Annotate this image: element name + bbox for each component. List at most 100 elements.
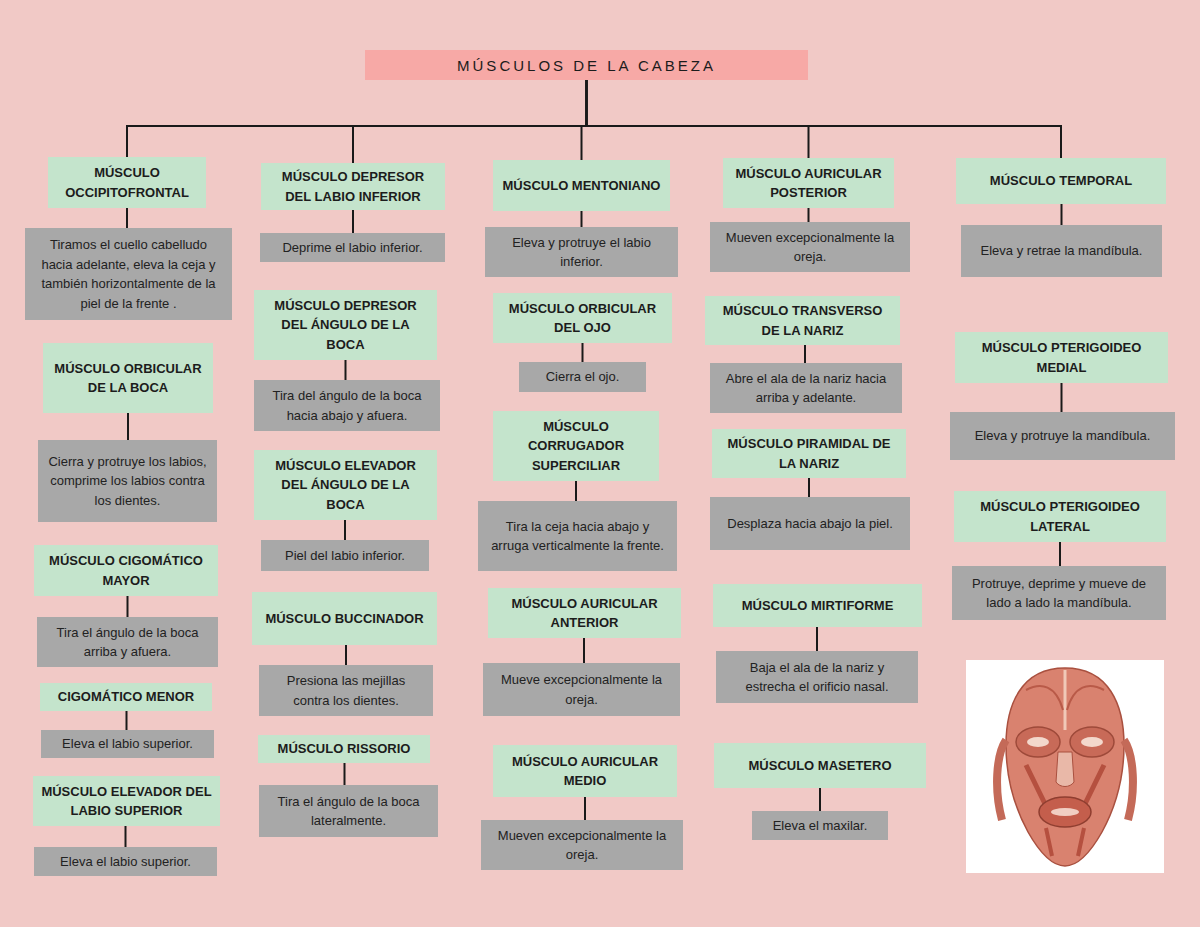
muscle-box: MÚSCULO OCCIPITOFRONTAL — [48, 157, 206, 208]
title-text: MÚSCULOS DE LA CABEZA — [457, 57, 716, 74]
face-muscles-illustration — [966, 660, 1164, 873]
muscle-name: MÚSCULO CORRUGADOR SUPERCILIAR — [501, 417, 651, 476]
muscle-function: Baja el ala de la nariz y estrecha el or… — [724, 658, 910, 697]
muscle-box: MÚSCULO ORBICULAR DE LA BOCA — [43, 343, 213, 413]
connector-line — [581, 211, 583, 227]
muscle-function: Eleva y protruye la mandíbula. — [975, 426, 1151, 446]
muscle-name: MÚSCULO MENTONIANO — [503, 176, 661, 196]
connector-line — [126, 711, 128, 731]
connector-line — [816, 627, 818, 651]
muscle-function: Eleva el labio superior. — [60, 852, 191, 872]
connector-line — [126, 208, 128, 228]
function-box: Tira la ceja hacia abajo y arruga vertic… — [478, 501, 677, 571]
function-box: Mueven excepcionalmente la oreja. — [710, 222, 910, 272]
muscle-function: Eleva y protruye el labio inferior. — [493, 233, 670, 272]
connector-line — [352, 210, 354, 233]
connector-line — [1061, 383, 1063, 412]
connector-line — [587, 80, 1062, 158]
function-box: Deprime el labio inferior. — [260, 233, 445, 262]
muscle-function: Mueven excepcionalmente la oreja. — [718, 228, 902, 267]
muscle-function: Tira el ángulo de la boca lateralmente. — [267, 792, 430, 831]
muscle-box: CIGOMÁTICO MENOR — [40, 683, 212, 711]
muscle-function: Tira del ángulo de la boca hacia abajo y… — [262, 386, 432, 425]
function-box: Mueven excepcionalmente la oreja. — [481, 820, 683, 870]
muscle-box: MÚSCULO ELEVADOR DEL LABIO SUPERIOR — [33, 776, 220, 826]
function-box: Eleva el labio superior. — [34, 847, 217, 876]
connector-line — [127, 80, 587, 157]
connector-line — [345, 645, 347, 665]
connector-line — [582, 343, 584, 362]
function-box: Cierra y protruye los labios, comprime l… — [38, 440, 217, 522]
muscle-box: MÚSCULO ELEVADOR DEL ÁNGULO DE LA BOCA — [254, 450, 437, 520]
function-box: Mueve excepcionalmente la oreja. — [483, 663, 680, 716]
muscle-name: MÚSCULO DEPRESOR DEL ÁNGULO DE LA BOCA — [262, 296, 429, 355]
muscle-box: MÚSCULO TRANSVERSO DE LA NARIZ — [705, 296, 900, 345]
function-box: Presiona las mejillas contra los dientes… — [259, 665, 433, 716]
function-box: Baja el ala de la nariz y estrecha el or… — [716, 651, 918, 703]
muscle-box: MÚSCULO PIRAMIDAL DE LA NARIZ — [712, 429, 906, 478]
connector-line — [345, 360, 347, 380]
function-box: Eleva el maxilar. — [752, 811, 888, 840]
muscle-function: Desplaza hacia abajo la piel. — [727, 514, 893, 534]
muscle-function: Deprime el labio inferior. — [282, 238, 422, 258]
muscle-box: MÚSCULO DEPRESOR DEL LABIO INFERIOR — [261, 163, 445, 210]
muscle-name: MÚSCULO AURICULAR ANTERIOR — [496, 594, 673, 633]
muscle-function: Tira la ceja hacia abajo y arruga vertic… — [486, 517, 669, 556]
muscle-function: Cierra y protruye los labios, comprime l… — [46, 452, 209, 511]
muscle-name: MÚSCULO AURICULAR MEDIO — [501, 752, 669, 791]
connector-line — [575, 481, 577, 501]
muscle-box: MÚSCULO DEPRESOR DEL ÁNGULO DE LA BOCA — [254, 290, 437, 360]
function-box: Cierra el ojo. — [519, 362, 646, 392]
function-box: Abre el ala de la nariz hacia arriba y a… — [710, 363, 902, 413]
muscle-function: Abre el ala de la nariz hacia arriba y a… — [718, 369, 894, 408]
muscle-function: Cierra el ojo. — [546, 367, 620, 387]
connector-line — [587, 80, 809, 158]
muscle-name: MÚSCULO MASETERO — [749, 756, 892, 776]
connector-line — [344, 520, 346, 540]
connector-line — [1061, 204, 1063, 225]
muscle-name: MÚSCULO PIRAMIDAL DE LA NARIZ — [720, 434, 898, 473]
muscle-name: MÚSCULO ELEVADOR DEL ÁNGULO DE LA BOCA — [262, 456, 429, 515]
function-box: Eleva el labio superior. — [41, 730, 214, 758]
muscle-function: Mueve excepcionalmente la oreja. — [491, 670, 672, 709]
muscle-box: MÚSCULO MIRTIFORME — [713, 584, 922, 627]
function-box: Tira el ángulo de la boca arriba y afuer… — [37, 617, 218, 667]
muscle-function: Protruye, deprime y mueve de lado a lado… — [960, 574, 1158, 613]
connector-line — [808, 208, 810, 222]
muscle-box: MÚSCULO CIGOMÁTICO MAYOR — [34, 545, 218, 596]
muscle-box: MÚSCULO PTERIGOIDEO MEDIAL — [955, 332, 1168, 383]
muscle-name: MÚSCULO ORBICULAR DE LA BOCA — [51, 359, 205, 398]
muscle-box: MÚSCULO ORBICULAR DEL OJO — [493, 293, 672, 343]
muscle-box: MÚSCULO TEMPORAL — [956, 158, 1166, 204]
muscle-name: MÚSCULO TEMPORAL — [990, 171, 1132, 191]
muscle-box: MÚSCULO PTERIGOIDEO LATERAL — [954, 491, 1166, 542]
muscle-name: MÚSCULO PTERIGOIDEO LATERAL — [962, 497, 1158, 536]
muscle-name: MÚSCULO CIGOMÁTICO MAYOR — [42, 551, 210, 590]
muscle-box: MÚSCULO BUCCINADOR — [252, 592, 437, 645]
muscle-name: MÚSCULO OCCIPITOFRONTAL — [56, 163, 198, 202]
muscle-function: Eleva el labio superior. — [62, 734, 193, 754]
muscle-function: Tira el ángulo de la boca arriba y afuer… — [45, 623, 210, 662]
function-box: Tira del ángulo de la boca hacia abajo y… — [254, 380, 440, 431]
muscle-box: MÚSCULO AURICULAR POSTERIOR — [723, 158, 894, 208]
connector-line — [804, 345, 806, 363]
muscle-name: MÚSCULO TRANSVERSO DE LA NARIZ — [713, 301, 892, 340]
muscle-name: MÚSCULO AURICULAR POSTERIOR — [731, 164, 886, 203]
function-box: Tira el ángulo de la boca lateralmente. — [259, 785, 438, 837]
connector-line — [125, 826, 127, 847]
connector-line — [819, 788, 821, 811]
muscle-name: MÚSCULO BUCCINADOR — [265, 609, 423, 629]
connector-line — [127, 413, 129, 440]
muscle-box: MÚSCULO MENTONIANO — [493, 160, 670, 211]
muscle-name: MÚSCULO RISSORIO — [278, 739, 411, 759]
muscle-name: MÚSCULO MIRTIFORME — [742, 596, 894, 616]
function-box: Desplaza hacia abajo la piel. — [710, 497, 910, 550]
connector-line — [127, 596, 129, 617]
function-box: Eleva y protruye la mandíbula. — [950, 412, 1175, 460]
function-box: Protruye, deprime y mueve de lado a lado… — [952, 566, 1166, 620]
muscle-function: Piel del labio inferior. — [285, 546, 405, 566]
muscle-box: MÚSCULO AURICULAR ANTERIOR — [488, 588, 681, 638]
connector-line — [344, 763, 346, 786]
connector-line — [584, 797, 586, 820]
